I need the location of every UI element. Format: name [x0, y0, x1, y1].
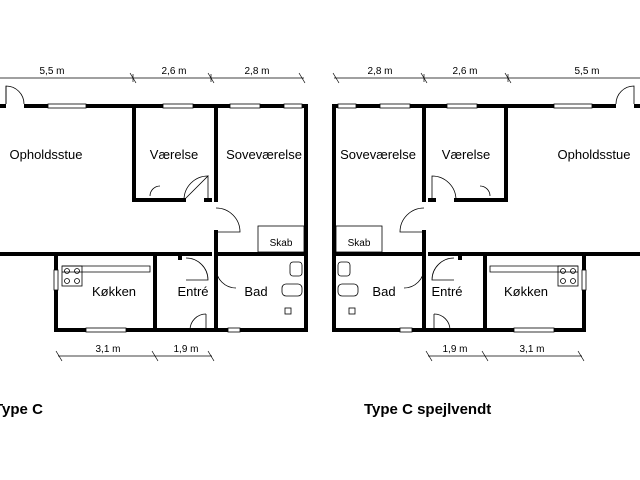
window [399, 327, 413, 333]
window [513, 327, 555, 333]
closet [257, 225, 305, 253]
room-label-entrance: Entré [431, 284, 462, 299]
dimension-label: 2,6 m [452, 66, 477, 77]
room-label-closet: Skab [348, 238, 371, 249]
door-swing-icon [479, 185, 491, 197]
door-swing-icon [399, 207, 425, 233]
stove-icon [557, 265, 579, 287]
door-swing-icon [215, 267, 237, 289]
sink-icon [281, 283, 303, 297]
room-label-bath: Bad [372, 284, 395, 299]
top-dimension-line [0, 72, 306, 84]
window [85, 327, 127, 333]
window [379, 103, 411, 109]
room-label-closet: Skab [270, 238, 293, 249]
room-label-room: Værelse [150, 147, 198, 162]
room-label-living: Opholdsstue [558, 147, 631, 162]
dimension-label: 5,5 m [574, 66, 599, 77]
kitchen-counter [62, 265, 151, 273]
door-swing-icon [403, 267, 425, 289]
window [337, 103, 357, 109]
dimension-label: 3,1 m [519, 344, 544, 355]
kitchen-counter [489, 265, 578, 273]
plan-type-c: 5,5 m 2,6 m 2,8 m [0, 66, 308, 418]
top-dimension-line [332, 72, 640, 84]
plan-type-c-mirrored: 2,8 m 2,6 m 5,5 m [332, 66, 640, 418]
door-swing-icon [431, 257, 455, 281]
window [229, 103, 261, 109]
plan-caption: Type C [0, 401, 43, 418]
room-label-entrance: Entré [177, 284, 208, 299]
closet [335, 225, 383, 253]
dimension-label: 2,8 m [244, 66, 269, 77]
window [53, 269, 59, 291]
door-swing-icon [615, 85, 635, 105]
dimension-label: 3,1 m [95, 344, 120, 355]
room-label-room: Værelse [442, 147, 490, 162]
stove-icon [61, 265, 83, 287]
room-label-living: Opholdsstue [10, 147, 83, 162]
plan-caption: Type C spejlvendt [364, 401, 491, 418]
dimension-label: 1,9 m [442, 344, 467, 355]
bottom-dimension-line [55, 350, 215, 362]
window [553, 103, 593, 109]
room-label-kitchen: Køkken [92, 284, 136, 299]
door-swing-icon [149, 185, 161, 197]
dimension-label: 2,8 m [367, 66, 392, 77]
window [283, 103, 303, 109]
door-swing-icon [431, 175, 457, 201]
door-swing-icon [185, 257, 209, 281]
drain-icon [284, 307, 292, 315]
room-label-bedroom: Soveværelse [340, 147, 416, 162]
dimension-label: 5,5 m [39, 66, 64, 77]
toilet-icon [289, 261, 303, 277]
toilet-icon [337, 261, 351, 277]
door-swing-icon [433, 313, 451, 331]
dimension-label: 2,6 m [161, 66, 186, 77]
window [581, 269, 587, 291]
drain-icon [348, 307, 356, 315]
door-swing-icon [189, 313, 207, 331]
room-label-bedroom: Soveværelse [226, 147, 302, 162]
window [162, 103, 194, 109]
bottom-dimension-line [425, 350, 585, 362]
door-swing-icon [5, 85, 25, 105]
window [446, 103, 478, 109]
sink-icon [337, 283, 359, 297]
window [47, 103, 87, 109]
door-swing-icon [215, 207, 241, 233]
window [227, 327, 241, 333]
room-label-bath: Bad [244, 284, 267, 299]
room-label-kitchen: Køkken [504, 284, 548, 299]
dimension-label: 1,9 m [173, 344, 198, 355]
